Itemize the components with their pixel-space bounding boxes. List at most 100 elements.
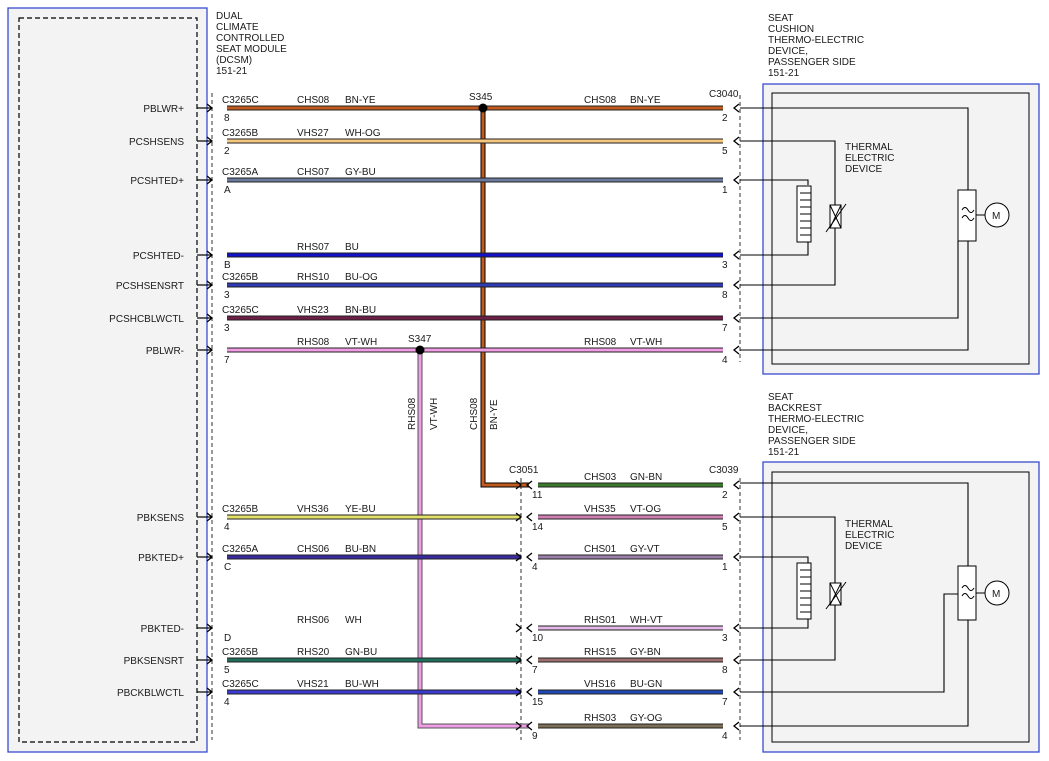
cushion-thermal-label: THERMAL bbox=[845, 142, 893, 153]
device-pin-label: 1 bbox=[722, 185, 728, 196]
connector-label: C3265C bbox=[222, 95, 259, 106]
backrest-label-line: THERMO-ELECTRIC bbox=[768, 414, 864, 425]
device-pin-label: 2 bbox=[722, 490, 728, 501]
signal-label: PBKSENSRT bbox=[124, 656, 184, 667]
module-label-line: DUAL bbox=[216, 11, 243, 22]
module-label-line: CLIMATE bbox=[216, 22, 259, 33]
device-pin-label: 7 bbox=[722, 323, 728, 334]
connector-label: C3265C bbox=[222, 679, 259, 690]
device-pin-label: 2 bbox=[722, 113, 728, 124]
wire-color-label: VT-WH bbox=[345, 337, 377, 348]
vertical-color-label: VT-WH bbox=[429, 398, 440, 430]
signal-label: PCSHTED+ bbox=[130, 176, 184, 187]
right-circuit-label: RHS15 bbox=[584, 647, 617, 658]
signal-label: PCSHSENSRT bbox=[116, 281, 184, 292]
backrest-label-line: DEVICE, bbox=[768, 425, 808, 436]
connector-label: C3265B bbox=[222, 128, 258, 139]
backrest-label-line: BACKREST bbox=[768, 403, 822, 414]
inline-pin-label: 11 bbox=[532, 490, 543, 501]
right-wire-color-label: GY-OG bbox=[630, 713, 663, 724]
connector-label: C3265B bbox=[222, 504, 258, 515]
connector-label: C3265A bbox=[222, 544, 258, 555]
cushion-label-line: SEAT bbox=[768, 13, 793, 24]
circuit-label: RHS07 bbox=[297, 242, 330, 253]
connector-label-c3040: C3040 bbox=[709, 89, 739, 100]
seat-module: DUAL CLIMATE CONTROLLED SEAT MODULE (DCS… bbox=[7, 7, 287, 753]
circuit-label: VHS23 bbox=[297, 305, 329, 316]
pin-label: 3 bbox=[224, 323, 230, 334]
pin-label: B bbox=[224, 260, 231, 271]
right-circuit-label: RHS01 bbox=[584, 615, 617, 626]
cushion-thermal-label: ELECTRIC bbox=[845, 153, 894, 164]
backrest-motor-label: M bbox=[992, 589, 1000, 600]
circuit-label: CHS07 bbox=[297, 167, 330, 178]
cushion-label-line: CUSHION bbox=[768, 24, 814, 35]
signal-label: PCSHSENS bbox=[129, 137, 184, 148]
right-wire-color-label: VT-WH bbox=[630, 337, 662, 348]
signal-label: PBKSENS bbox=[137, 513, 185, 524]
right-wire-color-label: BU-GN bbox=[630, 679, 662, 690]
wire-color-label: BU bbox=[345, 242, 359, 253]
pin-label: C bbox=[224, 562, 231, 573]
pin-label: A bbox=[224, 185, 231, 196]
right-circuit-label: CHS01 bbox=[584, 544, 617, 555]
cushion-thermo-electric-device: SEAT CUSHION THERMO-ELECTRIC DEVICE, PAS… bbox=[740, 13, 1040, 375]
inline-pin-label: 9 bbox=[532, 731, 538, 742]
right-wire-color-label: GY-BN bbox=[630, 647, 661, 658]
pin-label: 3 bbox=[224, 290, 230, 301]
signal-label: PBKTED- bbox=[141, 624, 184, 635]
pin-label: 4 bbox=[224, 697, 230, 708]
right-circuit-label: RHS08 bbox=[584, 337, 617, 348]
connector-label: C3265B bbox=[222, 272, 258, 283]
inline-pin-label: 10 bbox=[532, 633, 544, 644]
backrest-label-line: SEAT bbox=[768, 392, 793, 403]
right-wire-color-label: GN-BN bbox=[630, 472, 662, 483]
signal-label: PCSHTED- bbox=[133, 251, 184, 262]
splice-label: S345 bbox=[469, 92, 493, 103]
backrest-thermo-electric-device: SEAT BACKREST THERMO-ELECTRIC DEVICE, PA… bbox=[740, 392, 1040, 753]
pin-label: 5 bbox=[224, 665, 230, 676]
device-pin-label: 7 bbox=[722, 697, 728, 708]
wire-color-label: BU-OG bbox=[345, 272, 378, 283]
wire-color-label: WH-OG bbox=[345, 128, 381, 139]
inline-pin-label: 15 bbox=[532, 697, 544, 708]
pin-label: D bbox=[224, 633, 231, 644]
circuit-row: PCSHCBLWCTL C3265C 3 VHS23 BN-BU 7 bbox=[109, 305, 740, 334]
circuit-label: VHS36 bbox=[297, 504, 329, 515]
vertical-circuit-label: CHS08 bbox=[469, 397, 480, 430]
vertical-circuit-label: RHS08 bbox=[407, 397, 418, 430]
circuit-label: CHS06 bbox=[297, 544, 330, 555]
inline-pin-label: 4 bbox=[532, 562, 538, 573]
signal-label: PCSHCBLWCTL bbox=[109, 314, 184, 325]
module-label-line: 151-21 bbox=[216, 66, 248, 77]
device-pin-label: 3 bbox=[722, 260, 728, 271]
device-pin-label: 3 bbox=[722, 633, 728, 644]
backrest-thermal-label: DEVICE bbox=[845, 541, 883, 552]
device-pin-label: 5 bbox=[722, 522, 728, 533]
pin-label: 7 bbox=[224, 355, 230, 366]
right-circuit-label: RHS03 bbox=[584, 713, 617, 724]
vertical-wire-rhs08: RHS08 VT-WH bbox=[407, 350, 529, 729]
connector-label-c3051: C3051 bbox=[509, 465, 539, 476]
right-circuit-label: CHS03 bbox=[584, 472, 617, 483]
connector-label: C3265C bbox=[222, 305, 259, 316]
right-circuit-label: VHS35 bbox=[584, 504, 616, 515]
right-circuit-label: CHS08 bbox=[584, 95, 617, 106]
cushion-thermal-label: DEVICE bbox=[845, 164, 883, 175]
connector-label: C3265B bbox=[222, 647, 258, 658]
circuit-row: 11 CHS03 GN-BN 2 bbox=[515, 472, 740, 501]
wire-color-label: BN-BU bbox=[345, 305, 376, 316]
vertical-wire-chs08: CHS08 BN-YE bbox=[469, 108, 529, 488]
device-pin-label: 4 bbox=[722, 355, 728, 366]
circuit-label: RHS06 bbox=[297, 615, 330, 626]
signal-label: PBLWR+ bbox=[143, 104, 184, 115]
module-label-line: CONTROLLED bbox=[216, 33, 284, 44]
